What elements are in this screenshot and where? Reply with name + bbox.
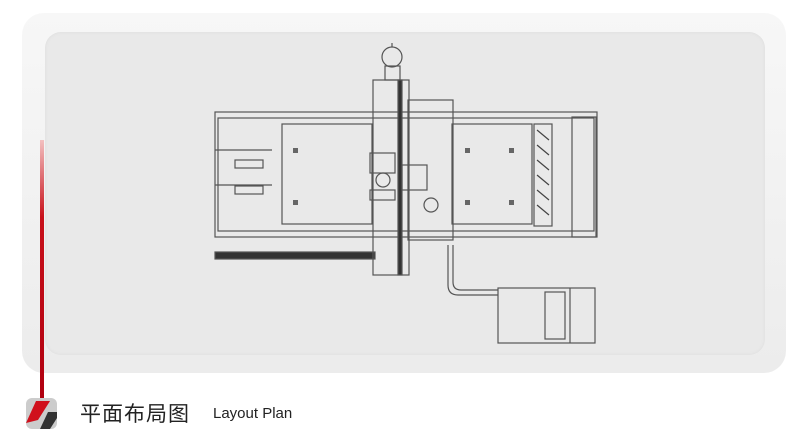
cable bbox=[447, 245, 498, 296]
brand-logo-icon bbox=[26, 398, 57, 429]
drawing-panel bbox=[45, 32, 765, 355]
gantry bbox=[369, 43, 454, 276]
controller bbox=[497, 287, 596, 344]
vent bbox=[536, 129, 550, 216]
section-title: 平面布局图 bbox=[80, 402, 190, 426]
table-markers bbox=[293, 148, 514, 205]
accent-line bbox=[40, 140, 44, 398]
section-subtitle: Layout Plan bbox=[213, 405, 293, 422]
machine-frame bbox=[214, 111, 598, 260]
